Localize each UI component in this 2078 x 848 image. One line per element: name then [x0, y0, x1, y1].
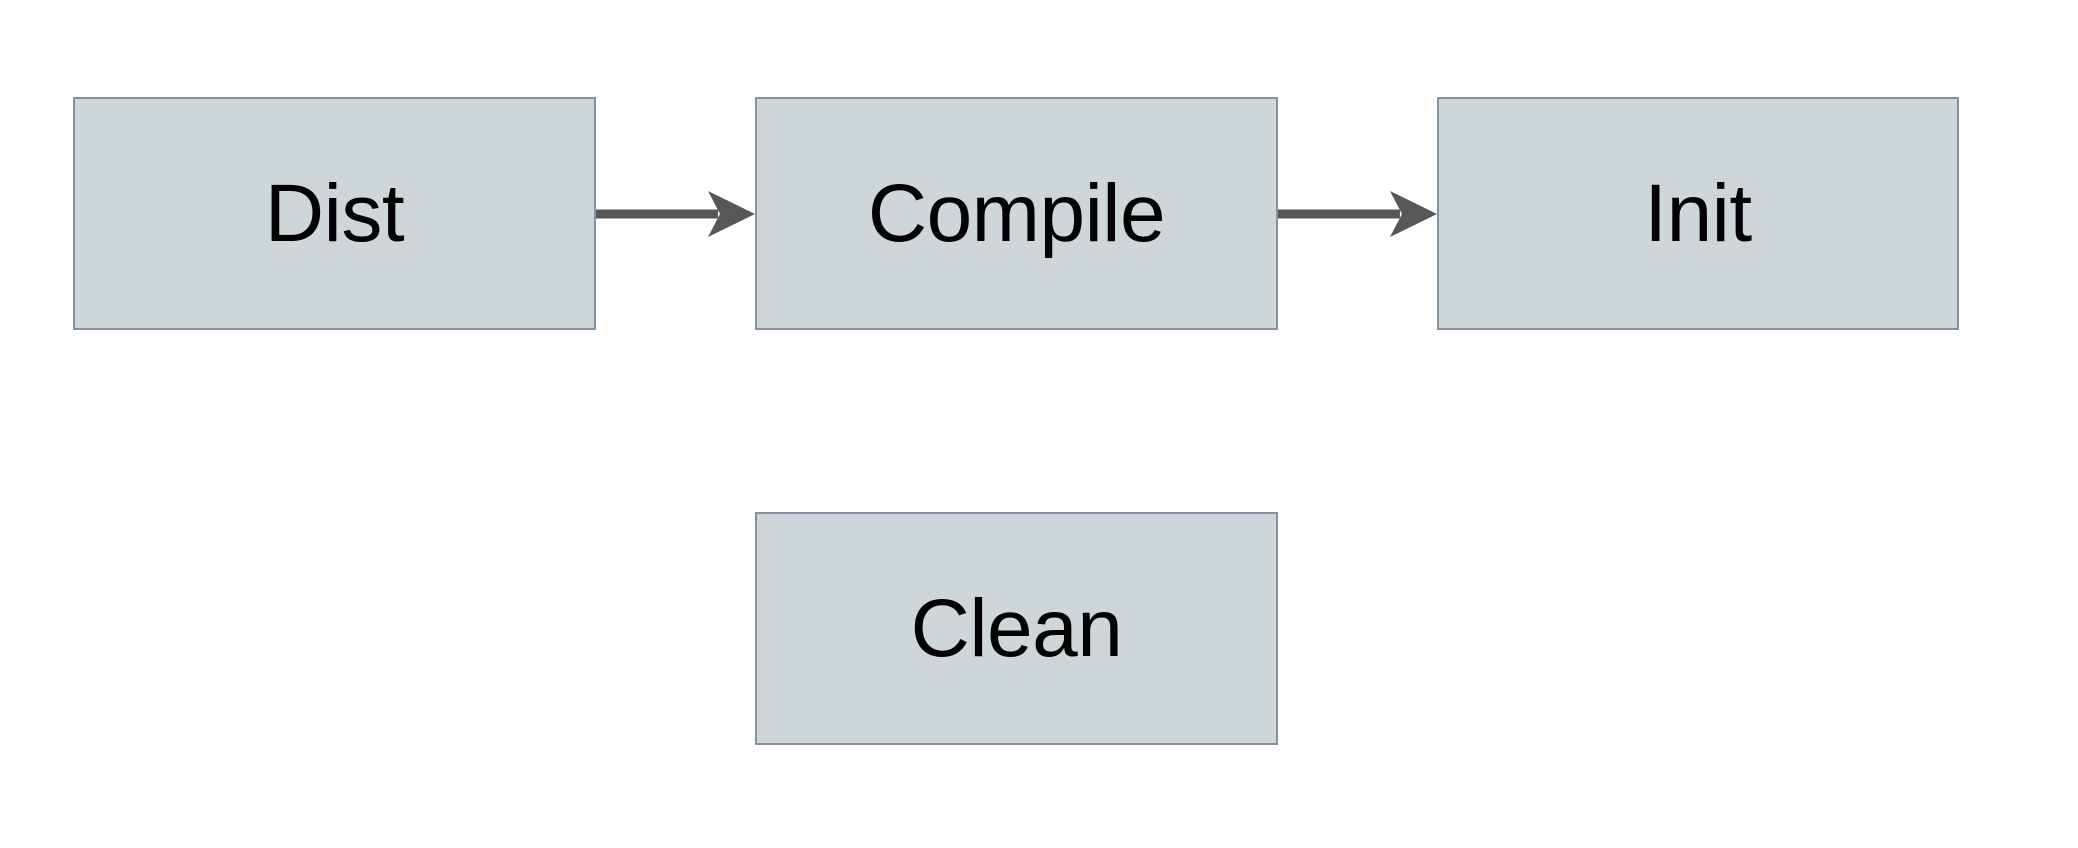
arrow-right-icon: [596, 191, 755, 237]
edge-compile-to-init[interactable]: [1278, 183, 1437, 245]
arrow-right-icon: [1278, 191, 1437, 237]
node-clean[interactable]: Clean: [755, 512, 1278, 745]
node-init-label: Init: [1644, 167, 1752, 259]
node-dist[interactable]: Dist: [73, 97, 596, 330]
edge-dist-to-compile[interactable]: [596, 183, 755, 245]
node-clean-label: Clean: [910, 582, 1123, 674]
node-compile-label: Compile: [867, 167, 1166, 259]
node-init[interactable]: Init: [1437, 97, 1959, 330]
node-dist-label: Dist: [264, 167, 405, 259]
node-compile[interactable]: Compile: [755, 97, 1278, 330]
